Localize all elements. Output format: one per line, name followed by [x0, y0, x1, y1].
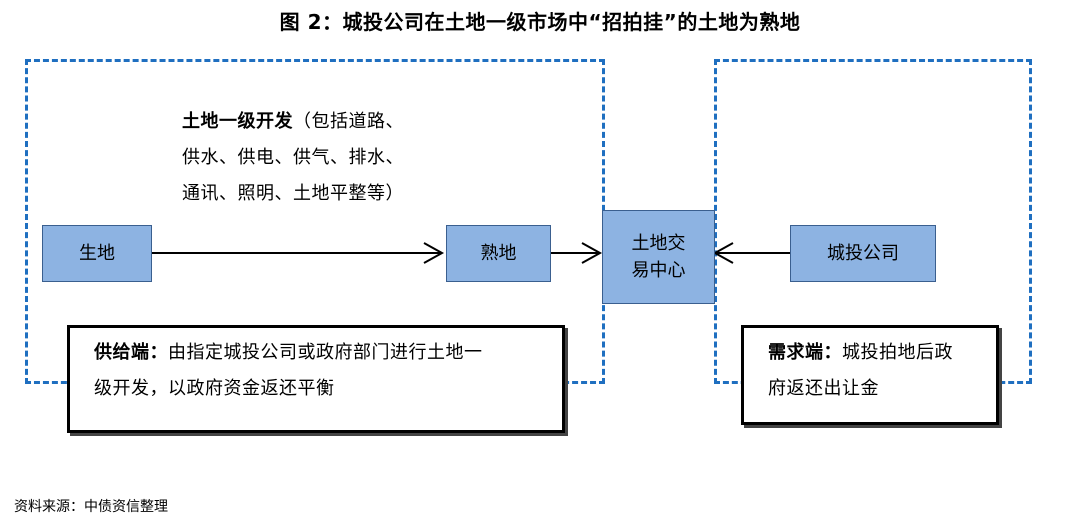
demand-side-callout: 需求端：城投拍地后政 府返还出让金: [741, 325, 999, 425]
exchange-label-line1: 土地交: [631, 233, 686, 254]
arrowhead-lgfv-to-exchange: [712, 242, 734, 264]
development-line1: （包括道路、: [293, 111, 404, 132]
demand-heading: 需求端：: [768, 342, 842, 363]
development-line2: 供水、供电、供气、排水、: [182, 147, 404, 168]
lgfv-label: 城投公司: [827, 243, 899, 264]
developed-land-box: 熟地: [446, 225, 551, 282]
lgfv-box: 城投公司: [790, 225, 936, 282]
development-line3: 通讯、照明、土地平整等）: [182, 183, 404, 204]
raw-land-label: 生地: [79, 243, 115, 264]
raw-land-box: 生地: [42, 225, 152, 282]
developed-land-label: 熟地: [480, 243, 517, 264]
supply-side-callout: 供给端：由指定城投公司或政府部门进行土地一 级开发，以政府资金返还平衡: [67, 325, 565, 433]
figure-title: 图 2：城投公司在土地一级市场中“招拍挂”的土地为熟地: [279, 10, 801, 34]
supply-heading: 供给端：: [94, 342, 168, 363]
arrowhead-developed-to-exchange: [581, 242, 603, 264]
demand-text-line1: 城投拍地后政: [842, 342, 953, 363]
land-exchange-center-box: 土地交 易中心: [602, 210, 715, 304]
primary-development-heading: 土地一级开发: [182, 111, 293, 132]
supply-text-line2: 级开发，以政府资金返还平衡: [94, 378, 335, 399]
source-note: 资料来源：中债资信整理: [14, 499, 168, 515]
primary-development-description: 土地一级开发（包括道路、 供水、供电、供气、排水、 通讯、照明、土地平整等）: [182, 104, 404, 212]
demand-text-line2: 府返还出让金: [768, 378, 879, 399]
supply-text-line1: 由指定城投公司或政府部门进行土地一: [168, 342, 483, 363]
exchange-label-line2: 易中心: [631, 260, 686, 281]
arrowhead-raw-to-developed: [423, 242, 445, 264]
